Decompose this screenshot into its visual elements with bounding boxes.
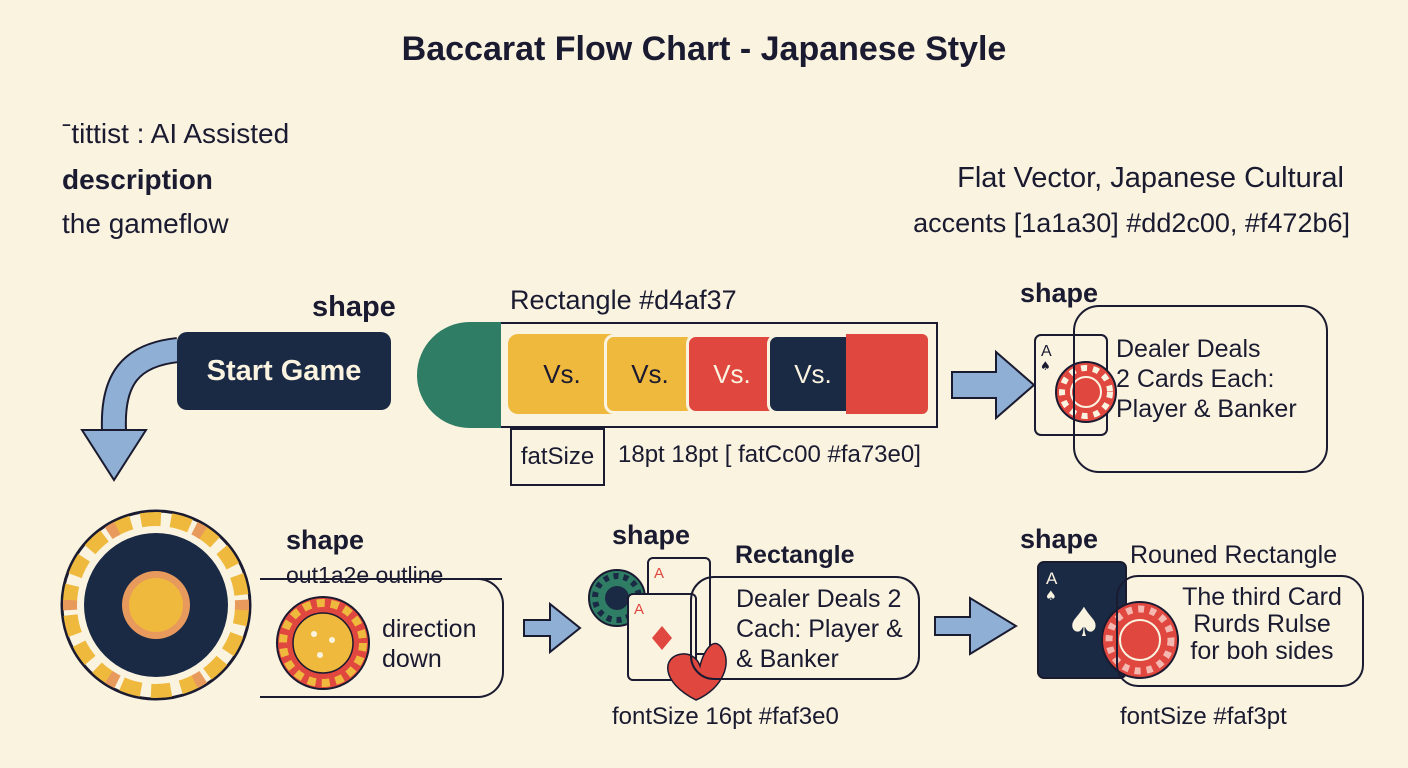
arrow-right-3 [934,596,1018,656]
style-line-2: accents [1a1a30] #dd2c00, #f472b6] [913,208,1350,238]
third-card-box [1116,575,1364,687]
chip-step-box [260,578,504,698]
svg-text:A: A [1046,569,1058,588]
artist-text: ˉtittist : AI Assisted [62,118,290,149]
page-title: Baccarat Flow Chart - Japanese Style [401,30,1007,68]
svg-text:A: A [654,565,664,582]
font-spec-text: 18pt 18pt [ fatCc00 #fa73e0] [618,441,921,468]
dealer2-font-spec: fontSize 16pt #faf3e0 [612,703,839,730]
dealer2-text: Dealer Deals 2 Cach: Player & & Banker [736,585,903,673]
third-card-text: The third Card Rurds Rulse for boh sides [1182,583,1342,665]
arrow-right-2 [523,601,582,655]
card-rank: A [1041,343,1052,360]
font-size-box: fatSize [510,428,605,486]
direction-text: direction down [382,615,477,673]
third-shape-label: shape [1020,524,1099,554]
start-game-node[interactable]: Start Game [177,332,391,410]
outline-label: out1a2e outline [286,562,444,588]
gold-chip-icon [276,596,370,690]
dealer1-text: Dealer Deals 2 Cards Each: Player & Bank… [1116,335,1297,423]
dealer1-shape-label: shape [1020,278,1099,308]
dealer2-box [690,576,920,680]
dealer2-rect-label: Rectangle [735,541,855,569]
style-line-1: Flat Vector, Japanese Cultural [957,162,1344,194]
svg-text:♠: ♠ [1066,600,1102,646]
large-chip-icon [60,509,252,701]
dealer1-box [1073,305,1328,473]
bar-teal-cap [417,322,501,428]
red-chip-icon [1101,601,1179,679]
svg-text:♠: ♠ [1045,589,1057,604]
start-shape-label: shape [312,291,396,323]
vs-segment-1: Vs. [508,334,616,414]
vs-segment-2: Vs. [604,334,696,414]
arrow-right-1 [951,349,1036,421]
dealer2-shape-label: shape [612,520,691,550]
bar-label: Rectangle #d4af37 [510,285,737,315]
curved-down-arrow [80,337,180,482]
third-font-spec: fontSize #faf3pt [1120,703,1287,730]
vs-segment-4: Vs. [767,334,859,414]
bar-red-end [846,334,928,414]
chip-shape-label: shape [286,525,365,555]
description-label: description [62,164,213,195]
description-text: the gameflow [62,208,229,239]
chip-icon [1055,361,1117,423]
svg-text:A: A [634,601,644,618]
third-rect-label: Rouned Rectangle [1130,541,1338,569]
svg-text:♠: ♠ [1040,359,1051,373]
vs-segment-3: Vs. [686,334,778,414]
